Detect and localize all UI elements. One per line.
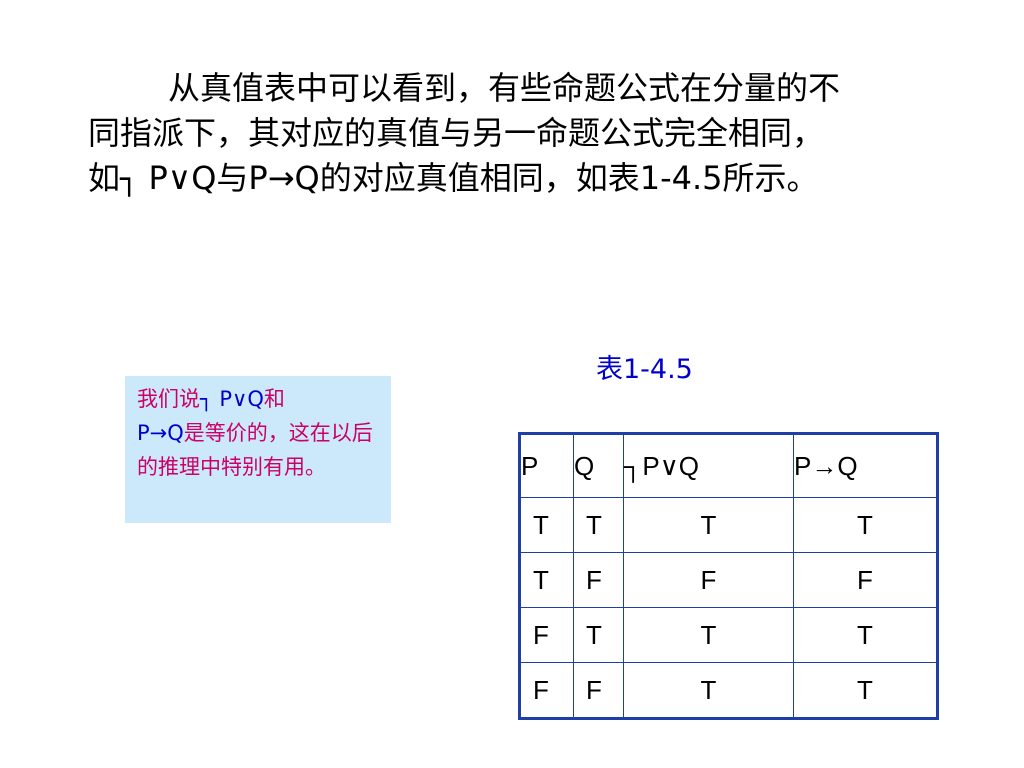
- header-p-implies-q: P→Q: [793, 433, 938, 498]
- note-text-2: 和: [263, 387, 285, 411]
- cell-q: T: [573, 497, 624, 553]
- intro-line-3-post: 的对应真值相同，如表: [319, 159, 640, 197]
- cell-p-implies-q: F: [793, 552, 938, 608]
- table-row: F T T T: [519, 607, 938, 663]
- table-row: T F F F: [519, 552, 938, 608]
- cell-p-implies-q: T: [793, 497, 938, 553]
- intro-line-2: 同指派下，其对应的真值与另一命题公式完全相同，: [88, 114, 825, 152]
- cell-p: F: [519, 607, 574, 663]
- note-formula-2: P→Q: [137, 421, 184, 445]
- intro-line-1: 从真值表中可以看到，有些命题公式在分量的不: [168, 69, 841, 107]
- note-negation-symbol: ┐: [200, 387, 213, 411]
- cell-p-implies-q: T: [793, 607, 938, 663]
- cell-not-p-or-q: T: [623, 607, 794, 663]
- header-q: Q: [573, 433, 624, 498]
- intro-paragraph: 从真值表中可以看到，有些命题公式在分量的不 同指派下，其对应的真值与另一命题公式…: [88, 66, 1013, 202]
- table-caption: 表1-4.5: [596, 352, 693, 388]
- note-text-3: 是等价的，这在以后的推理中特别有用。: [137, 421, 373, 479]
- formula-p-implies-q: P→Q: [248, 159, 320, 197]
- cell-p: T: [519, 497, 574, 553]
- cell-not-p-or-q: F: [623, 552, 794, 608]
- note-formula-1: P∨Q: [219, 387, 264, 411]
- intro-line-3-mid: 与: [216, 159, 249, 197]
- intro-line-3-end: 所示。: [722, 159, 819, 197]
- cell-not-p-or-q: T: [623, 497, 794, 553]
- cell-q: F: [573, 662, 624, 719]
- table-reference: 1-4.5: [639, 159, 723, 197]
- note-text-1: 我们说: [137, 387, 200, 411]
- cell-q: F: [573, 552, 624, 608]
- caption-number: 1-4.5: [623, 354, 693, 385]
- negation-symbol: ┐: [120, 162, 139, 197]
- header-p: P: [519, 433, 574, 498]
- caption-prefix: 表: [596, 354, 623, 385]
- cell-not-p-or-q: T: [623, 662, 794, 719]
- header-not-p-or-q: ┐P∨Q: [623, 433, 794, 498]
- cell-q: T: [573, 607, 624, 663]
- cell-p-implies-q: T: [793, 662, 938, 719]
- table-row: F F T T: [519, 662, 938, 719]
- cell-p: F: [519, 662, 574, 719]
- truth-table: P Q ┐P∨Q P→Q T T T T T F F F F T T T F F…: [518, 432, 939, 720]
- cell-p: T: [519, 552, 574, 608]
- table-row: T T T T: [519, 497, 938, 553]
- formula-not-p-or-q: P∨Q: [148, 159, 217, 197]
- intro-line-3-pre: 如: [88, 159, 121, 197]
- note-box: 我们说┐ P∨Q和 P→Q是等价的，这在以后的推理中特别有用。: [125, 376, 391, 523]
- table-header-row: P Q ┐P∨Q P→Q: [519, 433, 938, 498]
